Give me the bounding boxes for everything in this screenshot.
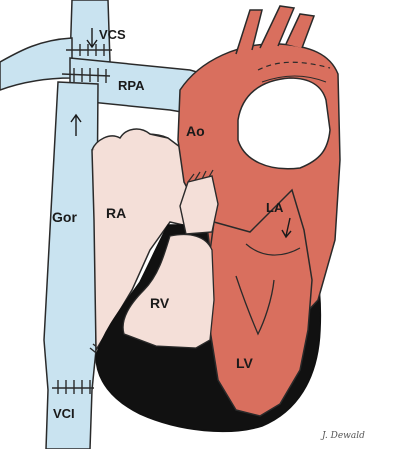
- label-vci: VCI: [53, 406, 75, 421]
- label-ra: RA: [106, 205, 126, 221]
- label-la: LA: [266, 200, 284, 215]
- label-gor: Gor: [52, 209, 77, 225]
- label-ao: Ao: [186, 123, 205, 139]
- label-rv: RV: [150, 295, 170, 311]
- aortic-arch-inner: [238, 78, 330, 169]
- label-rpa: RPA: [118, 78, 145, 93]
- label-lv: LV: [236, 355, 254, 371]
- artist-signature: J. Dewald: [320, 431, 365, 441]
- label-vcs: VCS: [99, 27, 126, 42]
